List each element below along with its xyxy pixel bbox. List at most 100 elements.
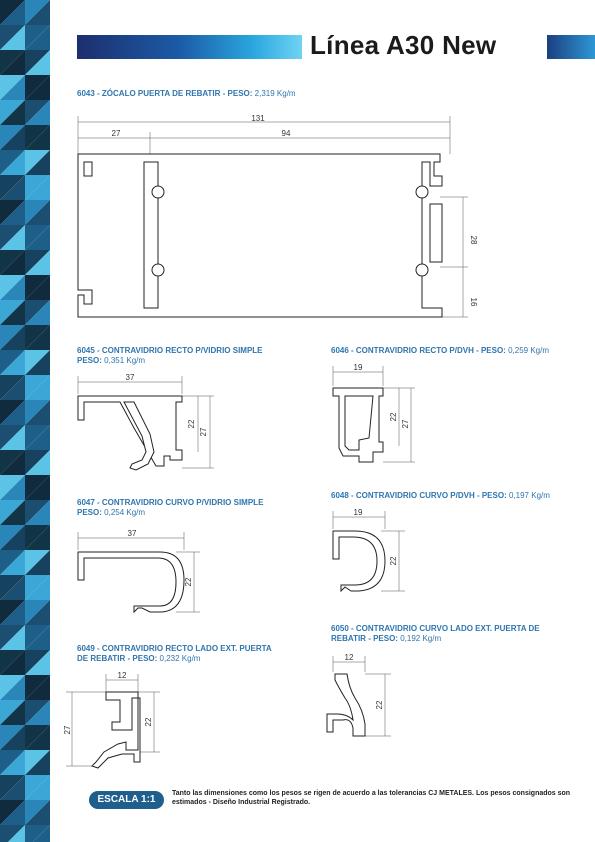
header-gradient-bar-right [547, 35, 595, 59]
band-tile [8, 825, 25, 842]
band-tile [25, 125, 50, 150]
profile-6043-caption: 6043 - ZÓCALO PUERTA DE REBATIR - PESO: … [77, 89, 296, 98]
band-tile [0, 675, 25, 700]
dim-6049-h1: 22 [144, 717, 153, 726]
dim-6047-width: 37 [128, 529, 137, 538]
band-tile [25, 275, 50, 300]
band-tile [25, 100, 50, 125]
band-tile [0, 350, 25, 375]
profile-6050-drawing: 12 22 [326, 653, 391, 737]
band-tile [25, 0, 50, 25]
dim-6043-total: 131 [251, 114, 265, 123]
band-tile [0, 275, 25, 300]
profile-6050-caption: 6050 - CONTRAVIDRIO CURVO LADO EXT. PUER… [331, 624, 540, 643]
dim-6043-right: 94 [282, 129, 291, 138]
band-tile [25, 700, 50, 725]
band-tile [25, 200, 50, 225]
band-tile [25, 375, 50, 400]
profile-6043-drawing: 131 27 94 28 16 [77, 114, 478, 318]
band-tile [0, 175, 25, 200]
band-tile [25, 400, 50, 425]
profile-6048-drawing: 19 22 [332, 508, 405, 593]
band-tile [0, 450, 25, 475]
band-tile [0, 775, 25, 800]
dim-6045-width: 37 [126, 373, 135, 382]
profile-6049-drawing: 12 22 27 [63, 671, 160, 769]
band-tile [0, 125, 25, 150]
dim-6043-h1: 28 [469, 236, 478, 245]
band-tile [25, 675, 50, 700]
band-tile [25, 150, 50, 175]
dim-6048-width: 19 [354, 508, 363, 517]
band-tile [25, 775, 50, 800]
band-tile [0, 50, 25, 75]
dim-6045-h2: 27 [199, 427, 208, 436]
dim-6049-h2: 27 [63, 725, 72, 734]
band-tile [25, 625, 50, 650]
band-tile [0, 700, 25, 725]
band-tile [0, 225, 25, 250]
band-tile [25, 750, 50, 775]
band-tile [0, 0, 25, 25]
band-tile [25, 825, 50, 842]
band-tile [25, 725, 50, 750]
decorative-side-band [0, 0, 50, 842]
band-tile [0, 300, 25, 325]
band-tile [25, 425, 50, 450]
dim-6046-h1: 22 [389, 412, 398, 421]
profile-6045-caption: 6045 - CONTRAVIDRIO RECTO P/VIDRIO SIMPL… [77, 346, 263, 365]
band-tile [0, 550, 25, 575]
profile-6049-caption: 6049 - CONTRAVIDRIO RECTO LADO EXT. PUER… [77, 644, 272, 663]
dim-6043-h2: 16 [469, 298, 478, 307]
band-tile [25, 650, 50, 675]
band-tile [0, 25, 25, 50]
band-tile [25, 175, 50, 200]
dim-6049-width: 12 [118, 671, 127, 680]
band-tile [0, 500, 25, 525]
band-tile [25, 50, 50, 75]
dim-6045-h1: 22 [187, 419, 196, 428]
dim-6046-h2: 27 [401, 419, 410, 428]
band-tile [25, 525, 50, 550]
footer-note: Tanto las dimensiones como los pesos se … [172, 790, 571, 806]
band-tile [25, 325, 50, 350]
band-tile [25, 75, 50, 100]
band-tile [25, 600, 50, 625]
band-tile [0, 800, 25, 825]
band-tile [0, 400, 25, 425]
band-tile [25, 225, 50, 250]
band-tile [25, 500, 50, 525]
band-tile [25, 475, 50, 500]
band-tile [25, 800, 50, 825]
band-tile [0, 375, 25, 400]
band-tile [0, 600, 25, 625]
dim-6047-h: 22 [184, 577, 193, 586]
profile-6045-drawing: 37 22 27 [77, 373, 214, 471]
band-tile [25, 450, 50, 475]
band-tile [0, 250, 25, 275]
profile-6048-caption: 6048 - CONTRAVIDRIO CURVO P/DVH - PESO: … [331, 491, 550, 500]
band-tile [25, 250, 50, 275]
band-tile [0, 100, 25, 125]
band-tile [0, 425, 25, 450]
dim-6046-width: 19 [354, 363, 363, 372]
band-tile [25, 350, 50, 375]
band-tile [0, 650, 25, 675]
dim-6048-h: 22 [389, 556, 398, 565]
scale-badge: ESCALA 1:1 [89, 791, 164, 809]
band-tile [25, 300, 50, 325]
band-tile [0, 75, 25, 100]
band-tile [0, 150, 25, 175]
profile-6046-caption: 6046 - CONTRAVIDRIO RECTO P/DVH - PESO: … [331, 346, 550, 355]
header-gradient-bar [77, 35, 302, 59]
band-tile [25, 25, 50, 50]
band-tile [0, 475, 25, 500]
band-tile [0, 525, 25, 550]
profile-6046-drawing: 19 22 27 [332, 363, 415, 463]
band-tile [25, 550, 50, 575]
dim-6043-left: 27 [112, 129, 121, 138]
profile-6047-drawing: 37 22 [77, 529, 200, 614]
band-tile [0, 750, 25, 775]
band-tile [0, 625, 25, 650]
band-tile [25, 575, 50, 600]
